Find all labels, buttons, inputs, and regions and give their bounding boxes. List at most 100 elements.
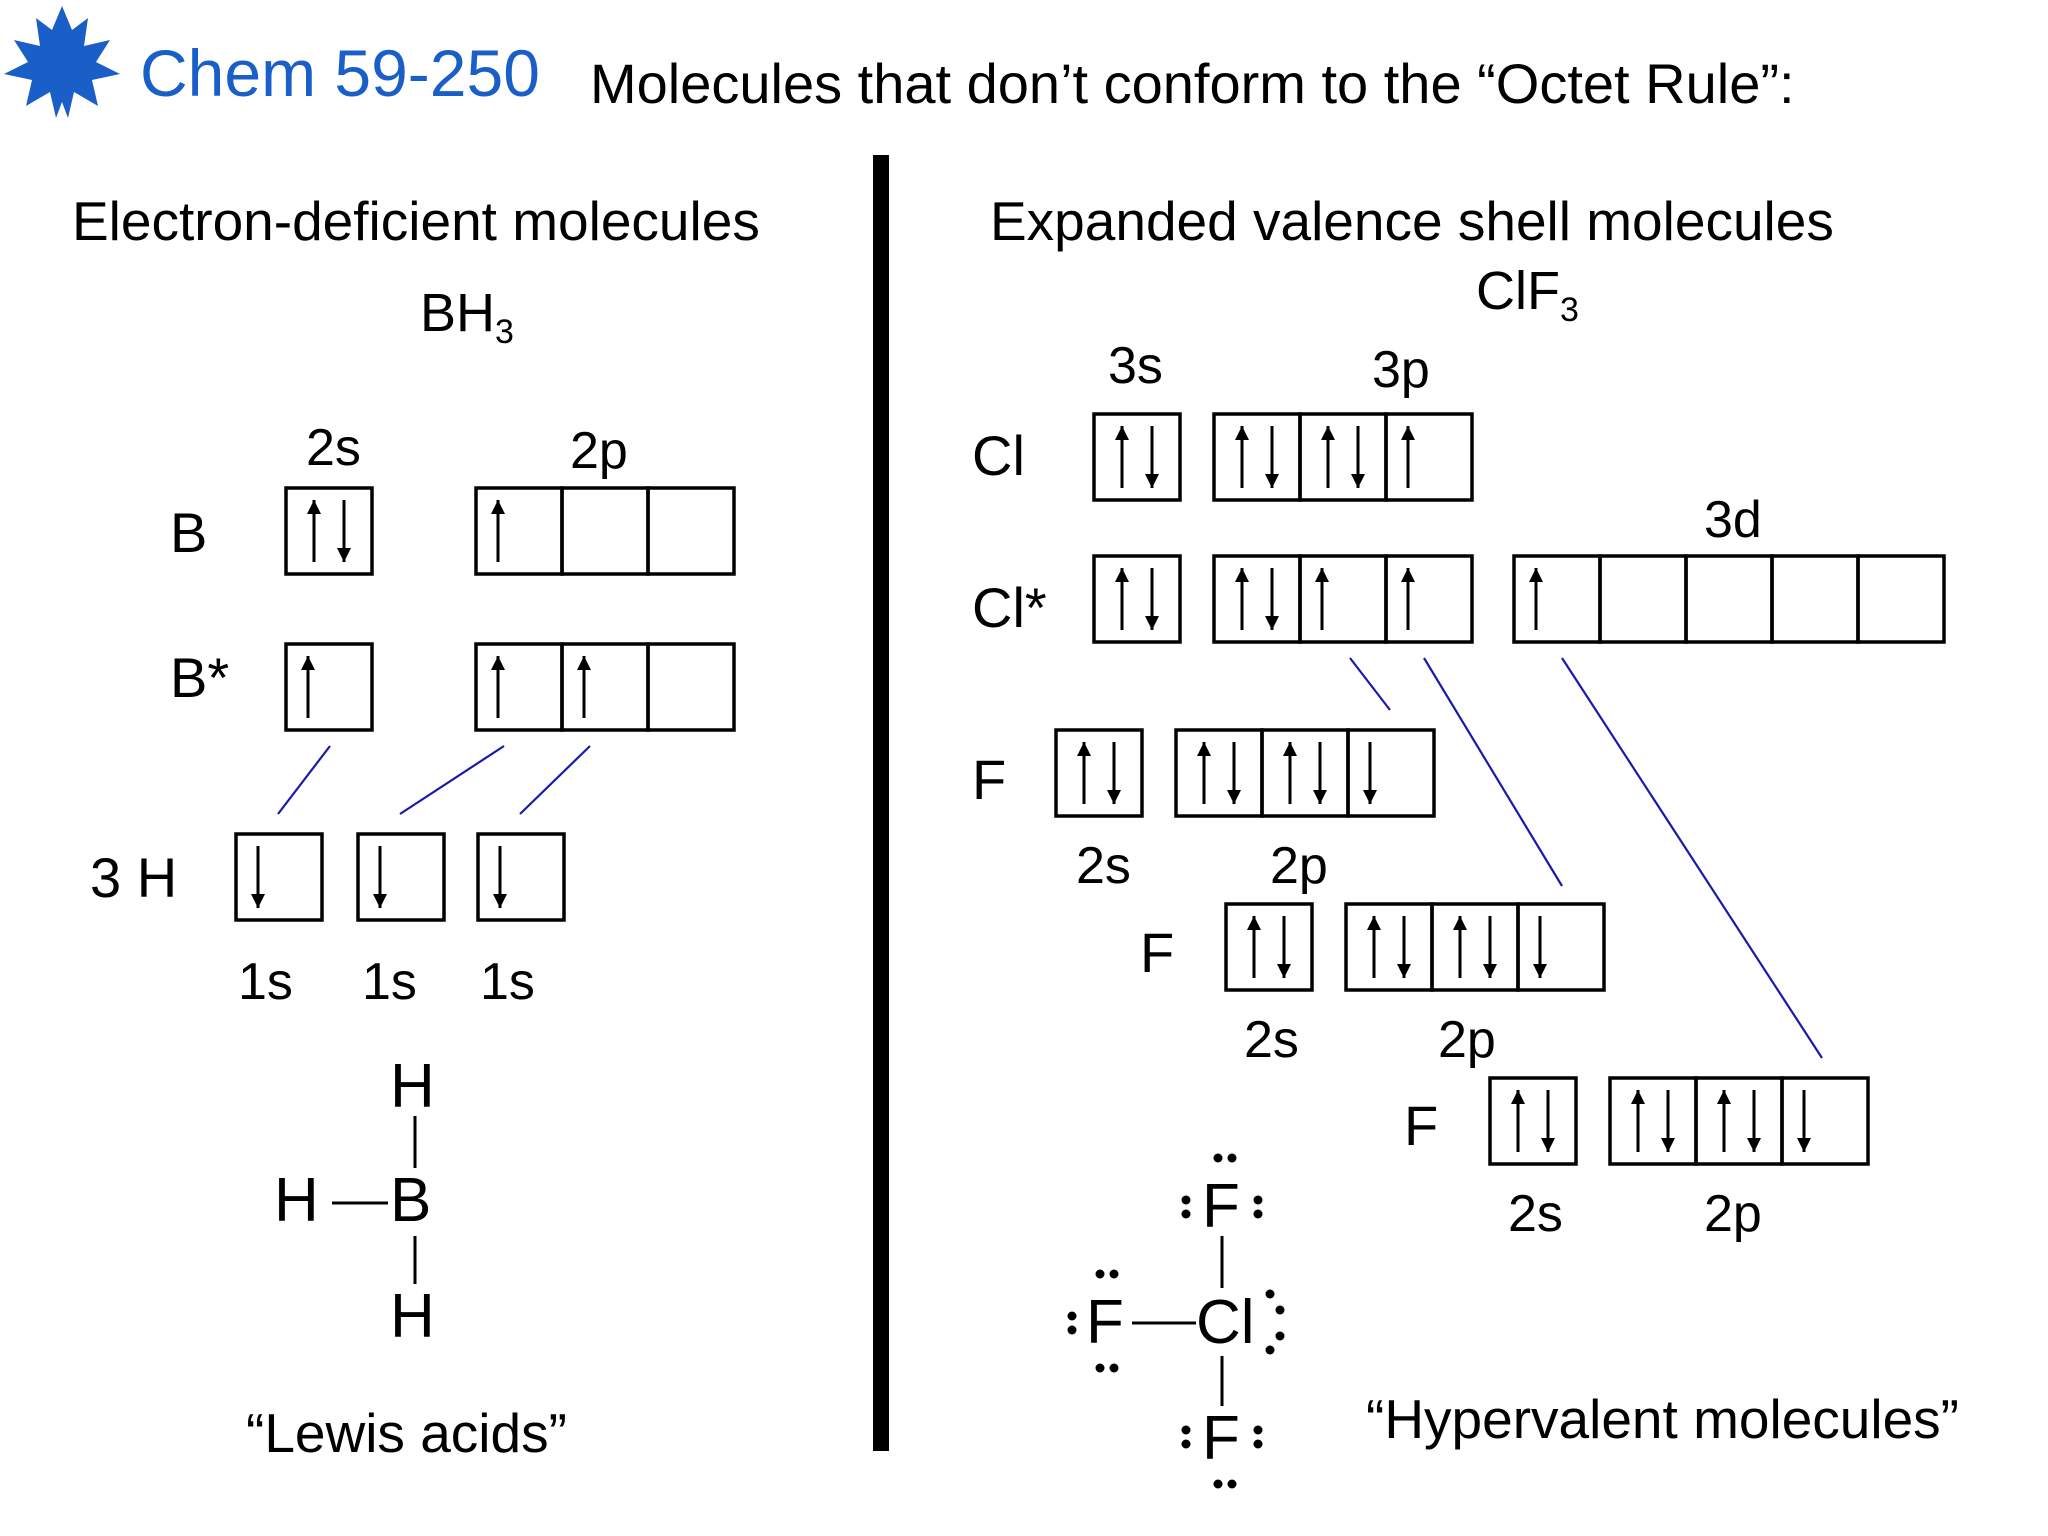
connector-b-h3	[519, 745, 591, 815]
f3-2p-box-1-down-arrow-head	[1661, 1138, 1675, 1152]
clf3-formula: ClF3	[1476, 264, 1579, 327]
clstar-3d-box-1-up-arrow-head	[1529, 568, 1543, 582]
f3-2p-label: 2p	[1704, 1185, 1762, 1243]
f1-2p-box-2-down-arrow-head	[1313, 790, 1327, 804]
f1-2p-box-1-down-arrow-head	[1227, 790, 1241, 804]
bstar-row-label: B*	[170, 646, 230, 709]
f1-2p-box-2-up-arrow-head	[1283, 742, 1297, 756]
b-2p-box-3	[646, 486, 736, 576]
f3-2p-box-2	[1694, 1076, 1784, 1166]
cl-3d-label: 3d	[1704, 491, 1762, 549]
bstar-2s-box-1	[284, 642, 374, 732]
clf3-lewis-top-f: F	[1202, 1172, 1240, 1241]
clstar-row-label: Cl*	[972, 576, 1047, 639]
f1-2p-box-1-up-arrow-head	[1197, 742, 1211, 756]
connector-b-h1	[277, 745, 331, 815]
clf3-lone-pair-dot-11	[1095, 1363, 1105, 1373]
h2-1s-box-1	[356, 832, 446, 922]
clf3-lone-pair-dot-14	[1275, 1305, 1285, 1315]
f3-2s-box-1-down-arrow-head	[1541, 1138, 1555, 1152]
clf3-lewis-left-f: F	[1086, 1288, 1124, 1357]
clf3-lone-pair-dot-16	[1275, 1331, 1285, 1341]
clf3-lewis-bottom-f: F	[1202, 1404, 1240, 1473]
f1-2s-box-1-up-arrow-head	[1077, 742, 1091, 756]
f2-2p-box-3-down-arrow-head	[1533, 964, 1547, 978]
clstar-3d-box-2	[1598, 554, 1688, 644]
h2-1s-label: 1s	[362, 953, 417, 1011]
clstar-3d-box-3	[1684, 554, 1774, 644]
clf3-formula-sub: 3	[1559, 291, 1579, 329]
b-2p-box-1-up-arrow-head	[491, 500, 505, 514]
h2-1s-box-1-down-arrow-head	[373, 894, 387, 908]
clf3-lone-pair-dot-7	[1095, 1269, 1105, 1279]
cl-3p-box-2-up-arrow-head	[1321, 426, 1335, 440]
hypervalent-caption: “Hypervalent molecules”	[1366, 1388, 1959, 1450]
clstar-3p-box-2	[1298, 554, 1388, 644]
f2-row-label: F	[1140, 921, 1175, 984]
cl-3p-box-2-down-arrow-head	[1351, 474, 1365, 488]
clstar-3p-box-1-down-arrow-head	[1265, 616, 1279, 630]
clf3-lone-pair-dot-19	[1253, 1425, 1263, 1435]
bstar-2p-box-3	[646, 642, 736, 732]
cl-3p-box-1-down-arrow-head	[1265, 474, 1279, 488]
bstar-2p-box-1-up-arrow-head	[491, 656, 505, 670]
f3-row-label: F	[1404, 1094, 1439, 1157]
b-2p-box-1	[474, 486, 564, 576]
cl-3p-box-1	[1212, 412, 1302, 502]
h-row-label: 3 H	[90, 846, 178, 909]
cl-3s-label: 3s	[1108, 337, 1163, 395]
b-2s-label: 2s	[306, 419, 361, 477]
section-divider	[873, 155, 889, 1451]
f3-2s-box-1-up-arrow-head	[1511, 1090, 1525, 1104]
cl-3s-box-1-down-arrow-head	[1145, 474, 1159, 488]
clf3-lewis-center-cl: Cl	[1196, 1288, 1255, 1357]
clf3-lone-pair-dot-2	[1227, 1153, 1237, 1163]
bh3-formula-main: BH	[420, 283, 496, 343]
bstar-2s-box-1-up-arrow-head	[301, 656, 315, 670]
h1-1s-box-1-down-arrow-head	[251, 894, 265, 908]
f3-2s-label: 2s	[1508, 1185, 1563, 1243]
bh3-lewis-bottom-h: H	[390, 1282, 435, 1351]
clf3-lone-pair-dot-5	[1253, 1195, 1263, 1205]
f1-2p-box-3-down-arrow-head	[1363, 790, 1377, 804]
b-2s-box-1-up-arrow-head	[307, 500, 321, 514]
b-2p-label: 2p	[570, 422, 628, 480]
cl-3p-box-3	[1384, 412, 1474, 502]
f2-2s-label: 2s	[1244, 1011, 1299, 1069]
f1-2p-box-2	[1260, 728, 1350, 818]
clf3-lone-pair-dot-20	[1253, 1439, 1263, 1449]
clstar-3d-box-5	[1856, 554, 1946, 644]
connector-cl-f3	[1561, 657, 1823, 1059]
page-title: Molecules that don’t conform to the “Oct…	[590, 52, 1795, 115]
bh3-lewis-left-h: H	[274, 1166, 319, 1235]
b-2s-box-1	[284, 486, 374, 576]
clf3-lone-pair-dot-22	[1227, 1479, 1237, 1489]
connector-cl-f1	[1349, 657, 1391, 711]
clf3-lone-pair-dot-8	[1109, 1269, 1119, 1279]
course-title: Chem 59-250	[140, 36, 540, 110]
f1-2p-box-3	[1346, 728, 1436, 818]
f2-2p-box-1	[1344, 902, 1434, 992]
f1-2s-box-1	[1054, 728, 1144, 818]
clstar-3s-box-1-down-arrow-head	[1145, 616, 1159, 630]
f2-2p-box-3	[1516, 902, 1606, 992]
clf3-lone-pair-dot-13	[1265, 1289, 1275, 1299]
cl-3p-box-3-up-arrow-head	[1401, 426, 1415, 440]
cl-3s-box-1	[1092, 412, 1182, 502]
connector-cl-f2	[1423, 657, 1563, 887]
cl-3p-label: 3p	[1372, 341, 1430, 399]
f3-2s-box-1	[1488, 1076, 1578, 1166]
h3-1s-box-1	[476, 832, 566, 922]
clstar-3p-box-1	[1212, 554, 1302, 644]
clf3-lone-pair-dot-10	[1067, 1325, 1077, 1335]
f1-2p-label: 2p	[1270, 837, 1328, 895]
clf3-lone-pair-dot-12	[1109, 1363, 1119, 1373]
clf3-lone-pair-dot-3	[1181, 1195, 1191, 1205]
cl-3p-box-1-up-arrow-head	[1235, 426, 1249, 440]
f2-2p-box-2-down-arrow-head	[1483, 964, 1497, 978]
f2-2p-box-1-down-arrow-head	[1397, 964, 1411, 978]
clstar-3s-box-1-up-arrow-head	[1115, 568, 1129, 582]
f2-2s-box-1-down-arrow-head	[1277, 964, 1291, 978]
f2-2s-box-1-up-arrow-head	[1247, 916, 1261, 930]
bh3-formula: BH3	[420, 286, 514, 349]
